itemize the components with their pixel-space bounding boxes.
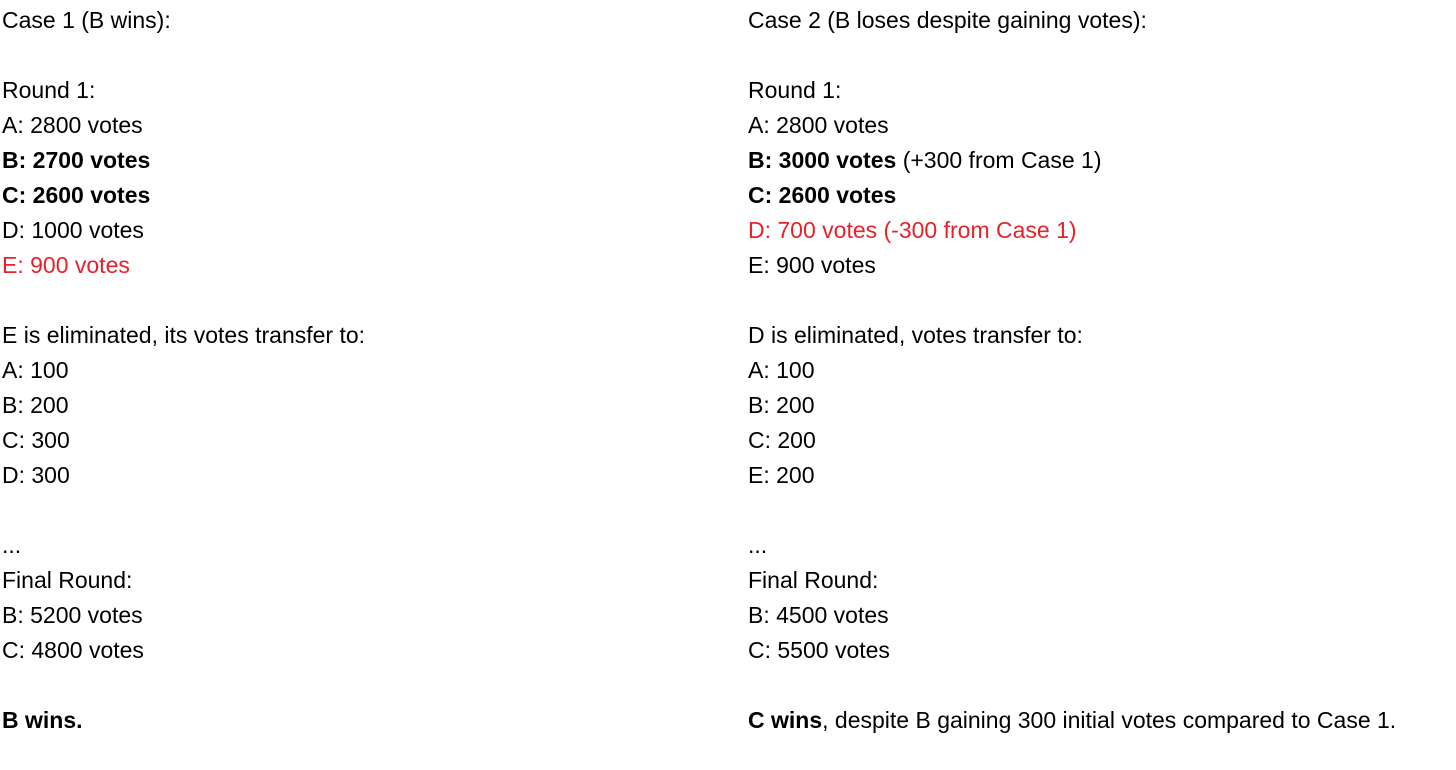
case2-final-label: Final Round:: [748, 567, 879, 593]
case2-result: C wins, despite B gaining 300 initial vo…: [748, 703, 1448, 738]
case1-title: Case 1 (B wins):: [2, 7, 171, 33]
case2-elimination: D is eliminated, votes transfer to:: [748, 322, 1083, 348]
case1-round1-e: E: 900 votes: [2, 252, 130, 278]
case1-result: B wins.: [2, 707, 83, 733]
case2-result-winner: C wins: [748, 707, 823, 733]
spacer: [748, 38, 1448, 73]
case1-column: Case 1 (B wins): Round 1: A: 2800 votes …: [2, 3, 702, 738]
case1-round1-label: Round 1:: [2, 77, 96, 103]
case1-transfer-b: B: 200: [2, 392, 69, 418]
case2-transfer-c: C: 200: [748, 427, 816, 453]
case1-final-c: C: 4800 votes: [2, 637, 144, 663]
case1-final-b: B: 5200 votes: [2, 602, 143, 628]
case2-round1-d: D: 700 votes (-300 from Case 1): [748, 217, 1077, 243]
case1-transfer-a: A: 100: [2, 357, 69, 383]
case1-elimination: E is eliminated, its votes transfer to:: [2, 322, 366, 348]
case2-round1-a: A: 2800 votes: [748, 112, 889, 138]
case1-round1-a: A: 2800 votes: [2, 112, 143, 138]
case2-ellipsis: ...: [748, 532, 768, 558]
case2-round1-b-note: (+300 from Case 1): [896, 147, 1102, 173]
case2-round1-label: Round 1:: [748, 77, 842, 103]
case1-final-label: Final Round:: [2, 567, 133, 593]
case1-ellipsis: ...: [2, 532, 22, 558]
case2-transfer-a: A: 100: [748, 357, 815, 383]
case1-round1-b: B: 2700 votes: [2, 147, 151, 173]
case2-final-b: B: 4500 votes: [748, 602, 889, 628]
case2-final-c: C: 5500 votes: [748, 637, 890, 663]
spacer: [748, 283, 1448, 318]
case2-column: Case 2 (B loses despite gaining votes): …: [748, 3, 1448, 738]
case2-transfer-b: B: 200: [748, 392, 815, 418]
case1-transfer-d: D: 300: [2, 462, 70, 488]
case2-round1-b: B: 3000 votes: [748, 147, 897, 173]
spacer: [2, 668, 702, 703]
case2-result-detail: , despite B gaining 300 initial votes co…: [822, 707, 1397, 733]
spacer: [2, 283, 702, 318]
case1-round1-c: C: 2600 votes: [2, 182, 151, 208]
spacer: [2, 493, 702, 528]
spacer: [748, 493, 1448, 528]
case1-round1-d: D: 1000 votes: [2, 217, 144, 243]
spacer: [2, 38, 702, 73]
case2-round1-c: C: 2600 votes: [748, 182, 897, 208]
case2-title: Case 2 (B loses despite gaining votes):: [748, 7, 1147, 33]
case2-transfer-e: E: 200: [748, 462, 815, 488]
case1-transfer-c: C: 300: [2, 427, 70, 453]
case2-round1-b-row: B: 3000 votes (+300 from Case 1): [748, 143, 1448, 178]
case2-round1-e: E: 900 votes: [748, 252, 876, 278]
spacer: [748, 668, 1448, 703]
